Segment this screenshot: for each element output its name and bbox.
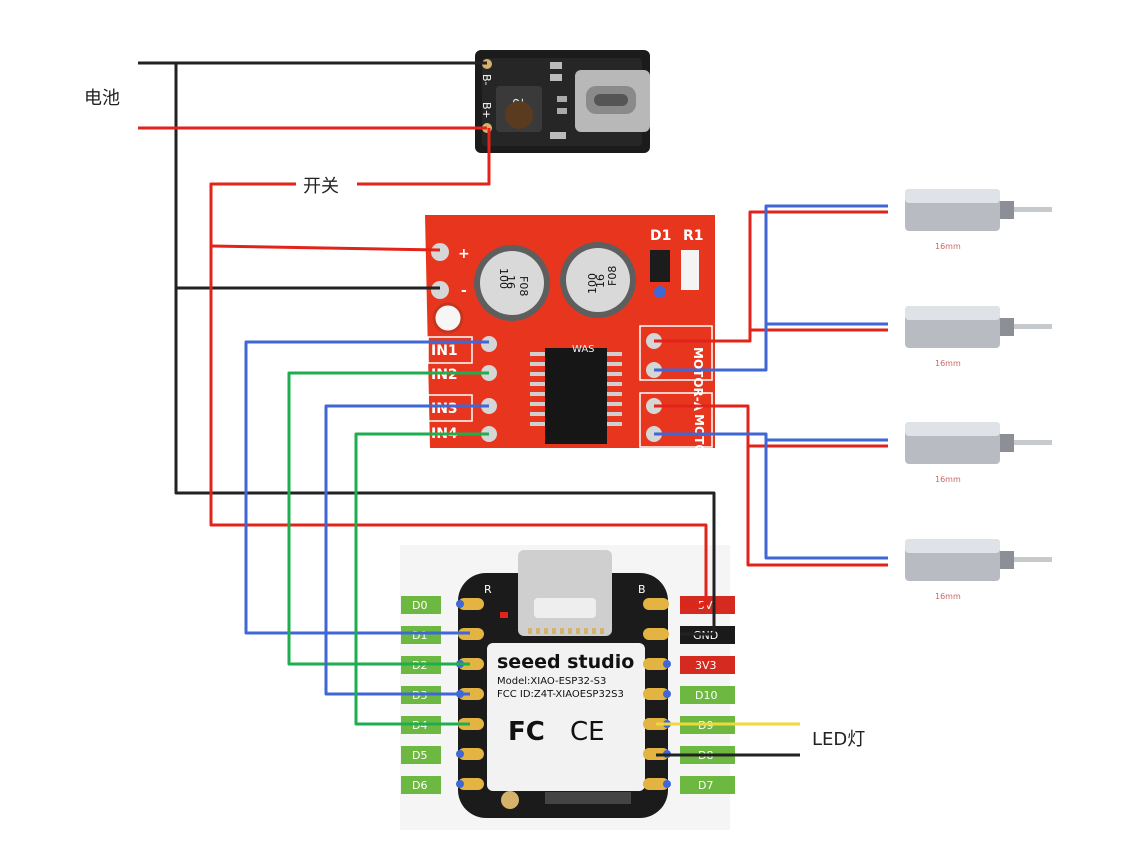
svg-text:16mm: 16mm — [935, 592, 961, 601]
svg-text:16mm: 16mm — [935, 475, 961, 484]
ce-logo: CE — [570, 717, 605, 747]
capacitor-2: 100 16 F08 — [560, 242, 636, 318]
pin-3v3: 3V3 — [695, 659, 717, 672]
svg-text:100: 100 — [497, 268, 510, 289]
wire-in3 — [324, 404, 489, 696]
wire-switch — [357, 128, 491, 186]
antenna-connector — [501, 791, 519, 809]
label-in3: IN3 — [431, 401, 458, 417]
pin-d7: D7 — [698, 779, 713, 792]
brand-text: seeed studio — [497, 651, 634, 673]
model-text: Model:XIAO-ESP32-S3 — [497, 676, 606, 687]
wire-driver-vcc — [210, 244, 441, 252]
svg-text:WAS: WAS — [572, 344, 595, 355]
svg-text:16: 16 — [504, 275, 517, 289]
label-r1: R1 — [683, 228, 704, 244]
wire-in4 — [354, 432, 489, 726]
label-minus: - — [461, 283, 467, 299]
capacitor-1: 100 16 F08 — [474, 245, 550, 321]
label-in2: IN2 — [431, 367, 458, 383]
xiao-esp32s3-board: R B seeed studio Model:XIAO-ESP32-S3 FCC… — [400, 545, 735, 830]
wire-in1 — [244, 340, 489, 635]
pin-b-plus: B+ — [480, 102, 493, 119]
svg-text:16mm: 16mm — [935, 242, 961, 251]
pin-d1: D1 — [412, 629, 427, 642]
fcc-text: FCC ID:Z4T-XIAOESP32S3 — [497, 689, 624, 700]
wire-motor-b-blue — [654, 432, 888, 560]
motor-1: 16mm — [905, 189, 1052, 251]
motor-driver-board: 100 16 F08 100 16 F08 D1 R1 + - IN1 IN2 … — [425, 215, 715, 478]
pin-b-minus: B- — [480, 74, 493, 86]
wire-motor-a-red — [654, 210, 888, 343]
label-motor-a: MOTOR-A — [691, 347, 705, 412]
svg-text:F08: F08 — [517, 276, 530, 296]
xiao-usb-c-port — [518, 550, 612, 636]
label-switch: 开关 — [303, 176, 339, 197]
svg-text:R: R — [484, 583, 492, 596]
svg-text:16: 16 — [594, 274, 607, 288]
wire-motor-b-red — [654, 404, 888, 567]
pin-d6: D6 — [412, 779, 427, 792]
label-battery: 电池 — [84, 88, 120, 109]
label-in1: IN1 — [431, 343, 458, 359]
pin-d10: D10 — [695, 689, 717, 702]
wires — [138, 61, 888, 757]
wire-switch-2 — [209, 182, 708, 607]
fc-logo: FC — [508, 717, 545, 747]
label-motor-b: MOTOR-B — [692, 414, 706, 478]
motor-3: 16mm — [905, 422, 1052, 484]
motor-4: 16mm — [905, 539, 1052, 601]
svg-text:F08: F08 — [606, 266, 619, 286]
svg-text:B: B — [638, 583, 646, 596]
svg-text:16mm: 16mm — [935, 359, 961, 368]
driver-ic: WAS — [530, 344, 622, 444]
svg-text:100: 100 — [586, 273, 599, 294]
charger-board: 2R2 B- B+ — [475, 50, 650, 153]
wire-motor-a-blue — [654, 204, 888, 372]
wire-in2 — [287, 371, 489, 666]
label-d1: D1 — [650, 228, 671, 244]
label-plus: + — [458, 246, 470, 262]
label-led: LED灯 — [812, 729, 865, 750]
motor-2: 16mm — [905, 306, 1052, 368]
pin-d0: D0 — [412, 599, 427, 612]
pin-d5: D5 — [412, 749, 427, 762]
wire-gnd-bus — [174, 63, 716, 636]
